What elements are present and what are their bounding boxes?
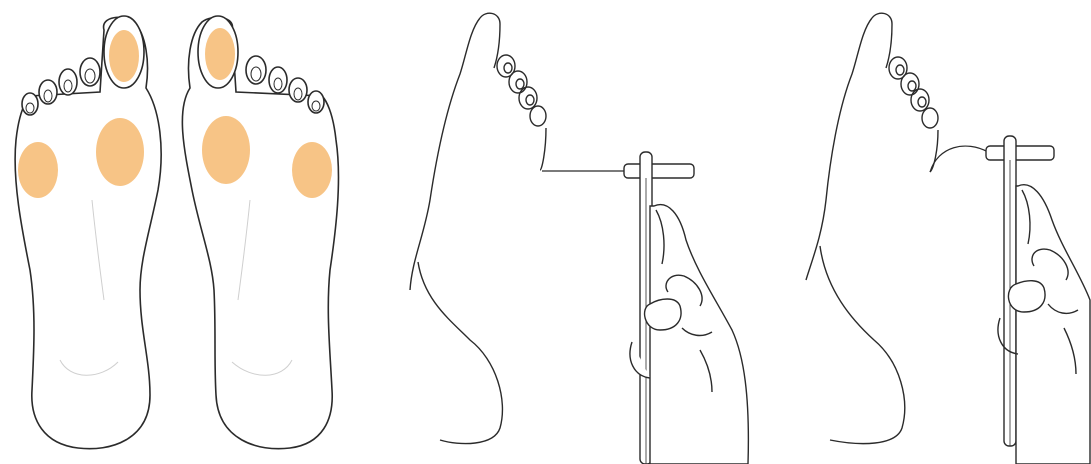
panel-3-foot-outline — [806, 18, 872, 280]
left-toe-2 — [80, 58, 100, 86]
panel-2-big-toe — [480, 13, 500, 68]
panel-2-foot — [410, 13, 546, 443]
panel-3-toe-4-nail — [918, 97, 926, 107]
right-foot-sole — [182, 16, 338, 449]
panel-3-foot-lower-outline — [820, 246, 905, 444]
panel-3-sole-edge — [930, 130, 938, 172]
left-toe-4 — [39, 80, 57, 104]
panel-2-holder-head — [624, 164, 694, 178]
right-toe-5 — [308, 91, 324, 113]
right-toe-3 — [269, 67, 287, 93]
right-site-first-metatarsal — [202, 116, 250, 184]
left-site-hallux — [109, 30, 139, 82]
right-site-fifth-metatarsal — [292, 142, 332, 198]
panel-3-toe-5 — [922, 108, 938, 128]
panel-2-toe-2-nail — [504, 63, 512, 73]
panel-3-hand-outline — [1016, 185, 1090, 464]
panel-3-big-toe — [872, 13, 892, 68]
panel-3-toe-3-nail — [908, 81, 916, 91]
left-toe-5 — [22, 93, 38, 115]
panel-2-foot-outline — [410, 18, 480, 290]
left-site-first-metatarsal — [96, 118, 144, 186]
left-site-fifth-metatarsal — [18, 142, 58, 198]
panel-2-finger-1 — [645, 299, 681, 330]
panel-3-finger-1 — [1008, 281, 1045, 312]
panel-2-toe-3-nail — [516, 79, 524, 89]
right-site-hallux — [205, 28, 235, 80]
panel-3-foot — [806, 13, 938, 443]
panel-2-toe-4-nail — [526, 95, 534, 105]
panel-3-filament-bent — [930, 146, 988, 172]
right-toe-2 — [246, 56, 266, 84]
panel-2-toe-5 — [530, 106, 546, 126]
right-toe-4 — [289, 78, 307, 102]
panel-2-foot-lower-outline — [418, 262, 502, 444]
panel-3-holder-head — [986, 146, 1054, 160]
panel-2-sole-edge — [540, 128, 546, 170]
left-toe-3 — [59, 69, 77, 95]
panel-3-toe-2-nail — [896, 65, 904, 75]
left-foot-sole — [15, 16, 161, 449]
